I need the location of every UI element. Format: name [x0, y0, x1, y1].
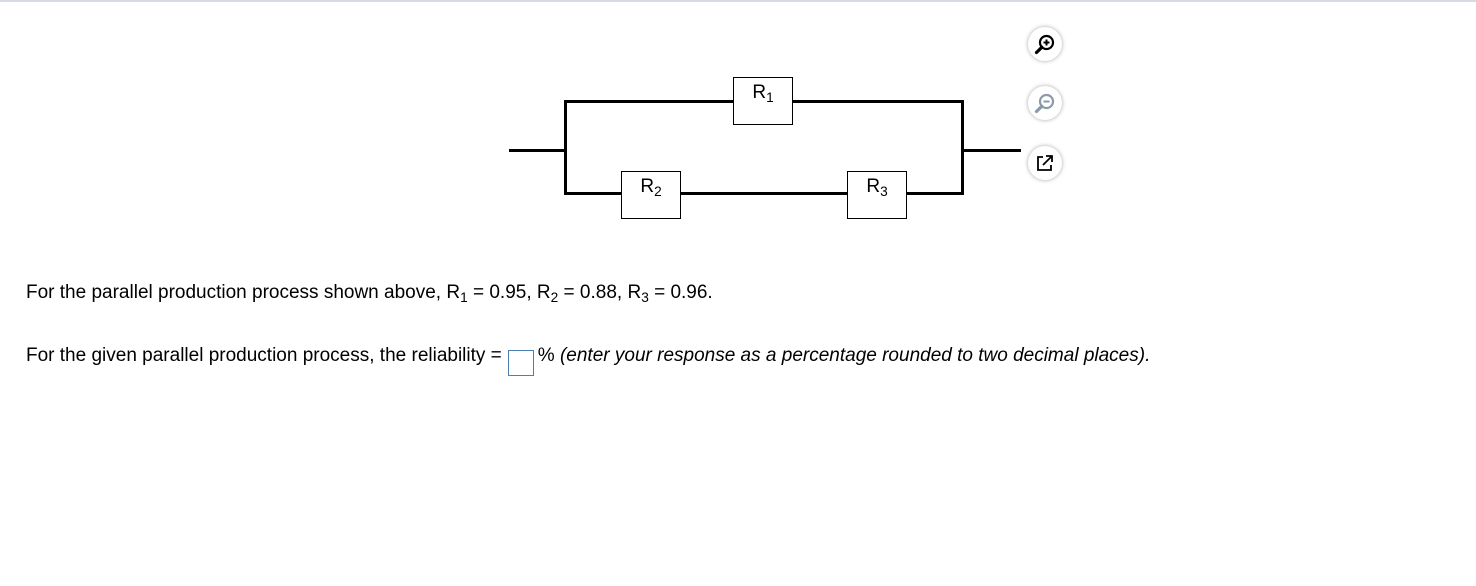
- r3-box: R3: [847, 171, 907, 219]
- left-vertical-line: [564, 100, 567, 195]
- r1-box: R1: [733, 77, 793, 125]
- zoom-out-icon: [1034, 93, 1055, 114]
- right-vertical-line: [961, 100, 964, 195]
- r3-value: R3 = 0.96.: [627, 282, 713, 305]
- reliability-answer-input[interactable]: [507, 350, 534, 376]
- reliability-question: For the given parallel production proces…: [26, 345, 1150, 376]
- r1-value: R1 = 0.95,: [446, 282, 537, 305]
- answer-hint: (enter your response as a percentage rou…: [554, 345, 1151, 366]
- r3-label: R3: [866, 176, 888, 199]
- r2-box: R2: [621, 171, 681, 219]
- zoom-in-button[interactable]: [1028, 27, 1062, 61]
- r2-label: R2: [640, 176, 662, 199]
- output-line: [961, 149, 1021, 152]
- parallel-process-diagram: R1 R2 R3: [500, 60, 1021, 240]
- bottom-branch-line: [564, 192, 964, 195]
- popout-icon: [1037, 155, 1053, 171]
- top-border: [0, 0, 1476, 2]
- r1-label: R1: [752, 82, 774, 105]
- given-values-text: For the parallel production process show…: [26, 282, 713, 305]
- popout-button[interactable]: [1028, 146, 1062, 180]
- r2-value: R2 = 0.88,: [536, 282, 628, 305]
- input-line: [509, 149, 566, 152]
- zoom-in-icon: [1034, 34, 1055, 55]
- zoom-out-button[interactable]: [1028, 86, 1062, 120]
